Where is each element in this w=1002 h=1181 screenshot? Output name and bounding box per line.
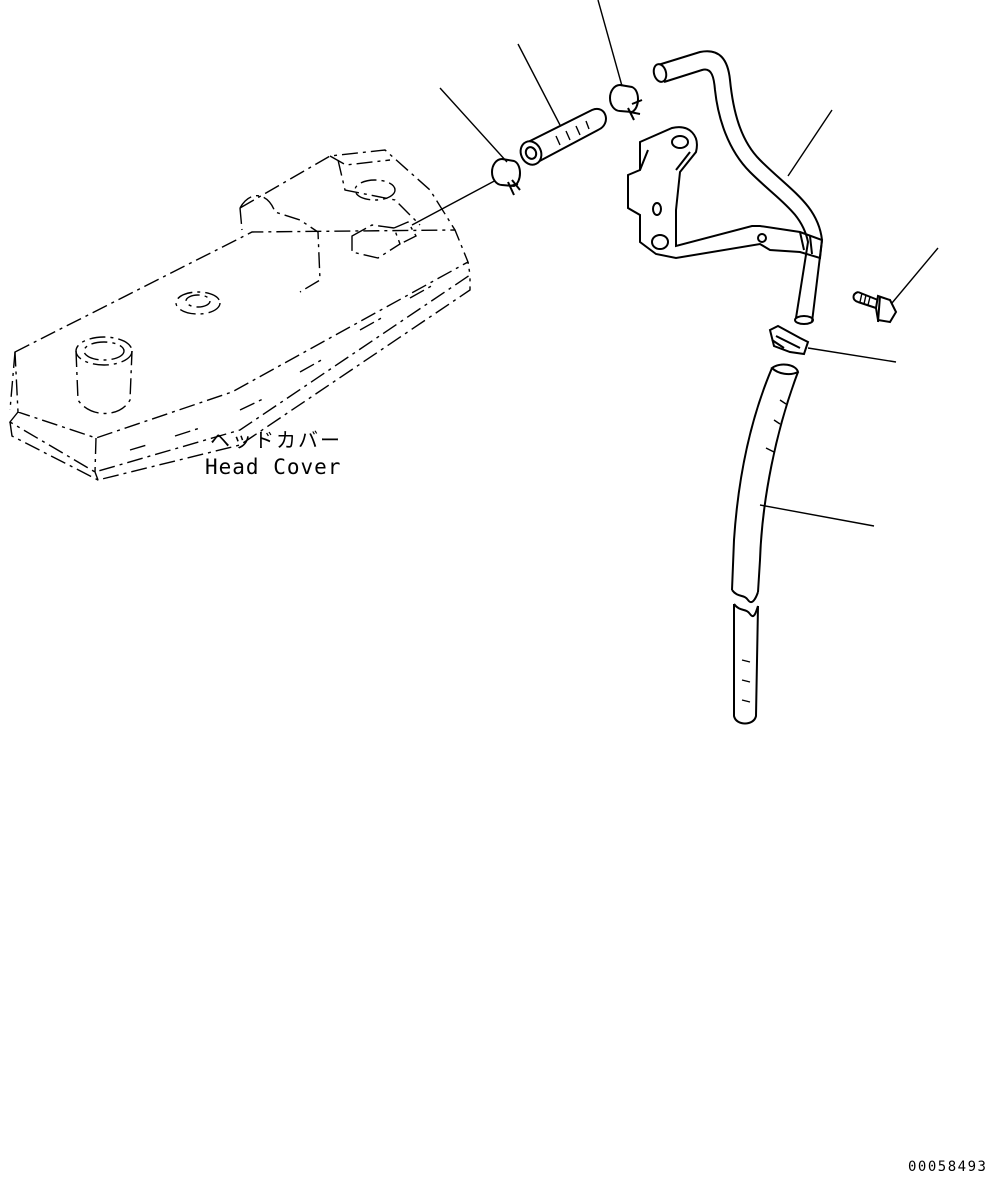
leader-line-drain-hose xyxy=(759,504,875,527)
leader-line-short-hose xyxy=(517,43,561,126)
leader-line-clamp-2 xyxy=(597,0,623,87)
hose-clamp-icon xyxy=(609,84,643,121)
drain-hose-icon xyxy=(731,363,800,725)
breather-tube-icon xyxy=(652,50,824,325)
head-cover-label-japanese: ヘッドカバー xyxy=(210,428,342,452)
leader-line-clip xyxy=(807,347,897,363)
drawing-id-label: 00058493 xyxy=(908,1159,988,1175)
head-cover-icon xyxy=(8,149,471,481)
hose-clamp-icon xyxy=(491,158,521,196)
leader-line-breather-tube xyxy=(787,109,833,177)
leader-line-clamp-1 xyxy=(439,87,508,163)
short-hose-icon xyxy=(519,107,607,166)
hose-clip-icon xyxy=(768,324,810,356)
assembly-axis-line xyxy=(411,177,501,226)
head-cover-label-english: Head Cover xyxy=(205,455,342,479)
mounting-bracket-icon xyxy=(627,126,824,260)
leader-line-bolt xyxy=(891,247,939,304)
flange-bolt-icon xyxy=(852,291,898,324)
